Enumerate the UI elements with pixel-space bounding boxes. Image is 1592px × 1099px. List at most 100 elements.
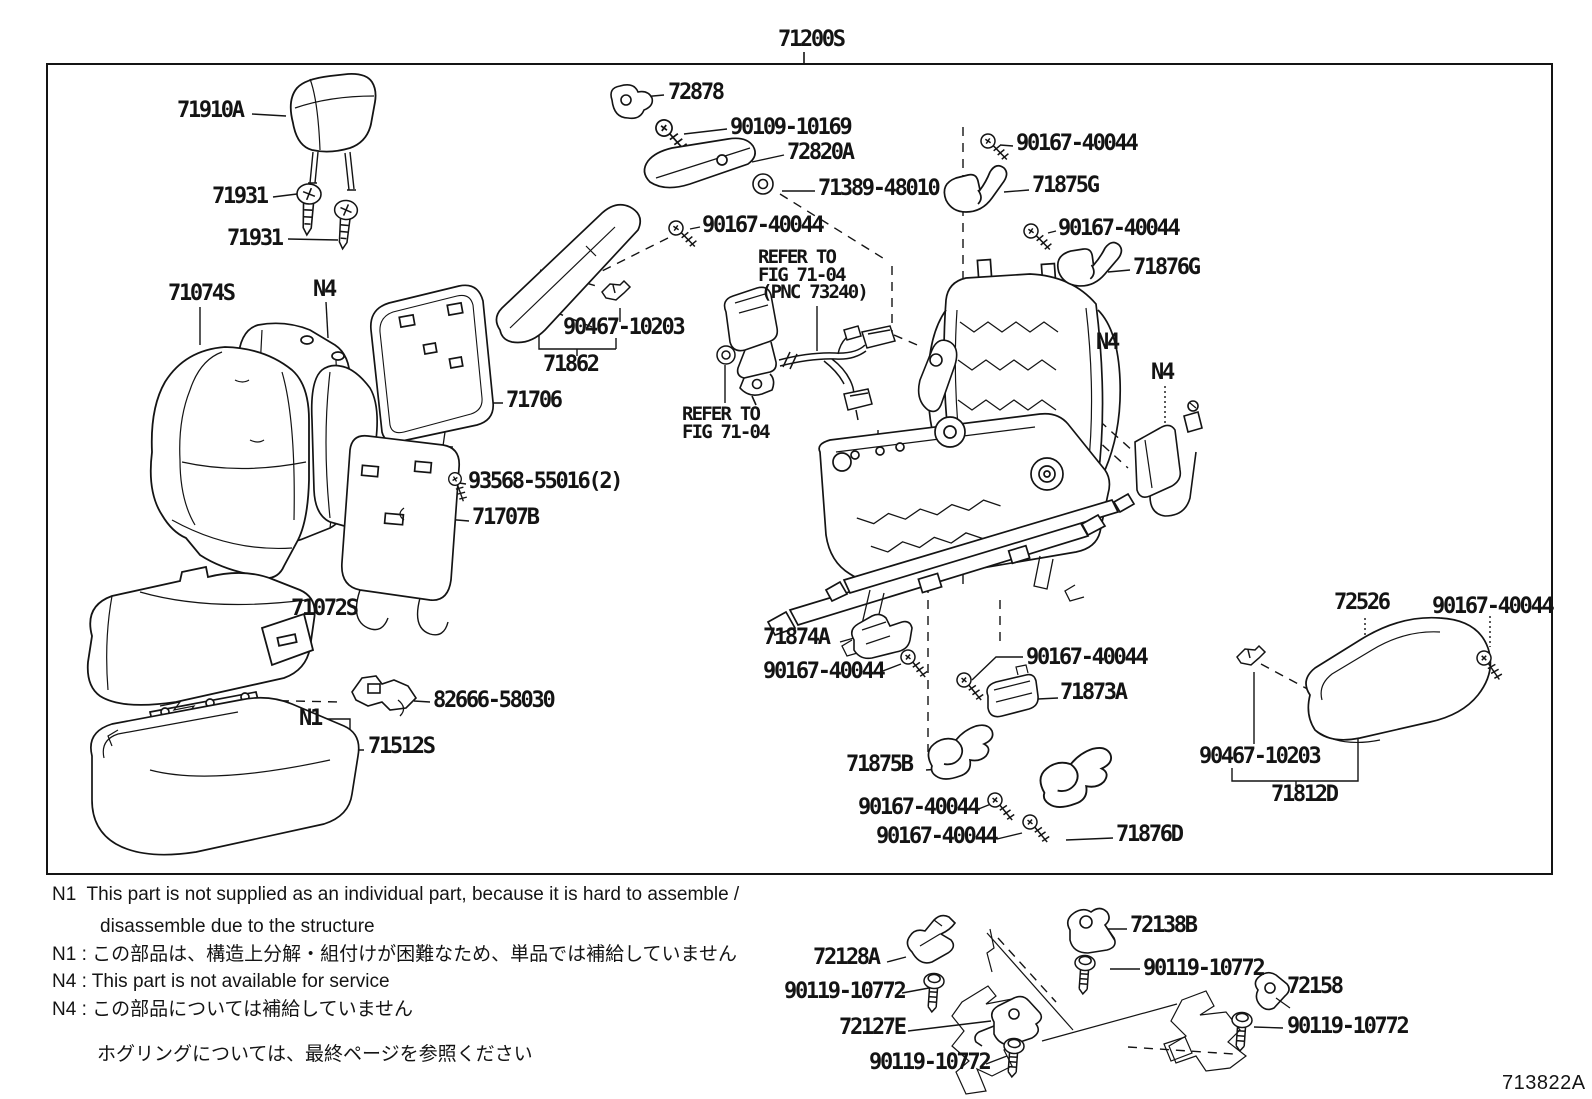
airbag-module-art <box>1134 400 1203 517</box>
part-label-note-n4-frame: N4 <box>1096 330 1120 355</box>
part-label-headrest: 71910A <box>177 98 245 123</box>
part-label-clip-shield: 90467-10203 <box>563 315 686 340</box>
clip-90467-rh-icon <box>1236 645 1266 666</box>
pawl-71876d-icon <box>1039 746 1113 809</box>
part-label-cover-d: 71876D <box>1116 822 1184 847</box>
part-label-headrest-support-1: 71931 <box>212 184 269 209</box>
part-label-bracket-rail-1: 72128A <box>813 945 881 970</box>
footnote-n1-en-1: N1 This part is not supplied as an indiv… <box>52 884 740 905</box>
dotted-leaders <box>1164 386 1491 647</box>
footnote-n1-jp: N1 : この部品は、構造上分解・組付けが困難なため、単品では補給していません <box>52 944 737 965</box>
part-label-bracket-rail-3: 72158 <box>1287 974 1344 999</box>
shield-71862-art <box>495 203 642 344</box>
part-label-knob-recline: 72526 <box>1334 590 1391 615</box>
wiring-harness-art <box>778 325 896 421</box>
part-label-cover-b: 71875B <box>846 752 914 777</box>
pawl-71875b-icon <box>927 724 994 780</box>
diagram-border <box>46 52 1553 875</box>
seat-frame-art <box>766 258 1136 657</box>
seatbelt-buckle-art <box>723 286 779 406</box>
part-label-refer-1-line2: FIG 71-04 <box>758 264 847 286</box>
screw-90167-left-icon <box>664 218 701 249</box>
part-label-bolt-rail-3: 90119-10772 <box>1287 1014 1410 1039</box>
part-label-screw-b: 90167-40044 <box>1026 645 1149 670</box>
part-label-knob: 72878 <box>668 80 725 105</box>
part-label-bracket-rail-4: 72127E <box>839 1015 907 1040</box>
part-label-refer-1-line1: REFER TO <box>758 246 837 268</box>
part-label-bolt-armrest: 90109-10169 <box>730 115 853 140</box>
part-label-screw-c: 90167-40044 <box>858 795 981 820</box>
part-label-screw-shield: 90167-40044 <box>702 213 825 238</box>
part-label-clip-shield-rh: 90467-10203 <box>1199 744 1322 769</box>
part-label-note-n1-pad: N1 <box>299 706 323 731</box>
part-label-seatback-board: 71706 <box>506 388 563 413</box>
part-label-refer-2-line2: FIG 71-04 <box>682 421 771 443</box>
nut-refer-art <box>716 345 736 365</box>
part-label-bolt-rail-4: 90119-10772 <box>869 1050 992 1075</box>
part-label-screw-board: 93568-55016(2) <box>468 469 624 494</box>
armrest-mount-art <box>917 339 958 413</box>
part-label-refer-2-line1: REFER TO <box>682 403 761 425</box>
part-label-screw-a: 90167-40044 <box>763 659 886 684</box>
bracket-82666-art <box>351 675 418 717</box>
part-label-headrest-support-2: 71931 <box>227 226 284 251</box>
part-label-cover-g1: 71875G <box>1032 173 1100 198</box>
part-label-cushion-pad: 71512S <box>368 734 436 759</box>
part-label-shield-inner: 71862 <box>543 352 600 377</box>
knob-72878-art <box>610 84 654 120</box>
part-label-refer-1-line3: (PNC 73240) <box>761 281 869 303</box>
cover-71876g-icon <box>1055 237 1123 291</box>
part-label-screw-tr2: 90167-40044 <box>1058 216 1181 241</box>
screw-90167-b-icon <box>951 670 989 702</box>
bracket-72158-art <box>1254 971 1291 1011</box>
seatback-cover-71074s-art <box>149 346 310 580</box>
part-label-bracket-a: 71874A <box>763 625 831 650</box>
part-label-note-n4-airbag: N4 <box>1151 360 1175 385</box>
bolt-90119-4-icon <box>1001 1037 1026 1079</box>
footnote-hogring: ホグリングについては、最終ページを参照ください <box>97 1044 533 1065</box>
bolt-90119-1-icon <box>921 972 946 1014</box>
part-label-note-n4-cover: N4 <box>313 277 337 302</box>
headrest-screw-2-icon <box>330 198 359 251</box>
cover-71875g-icon <box>943 164 1008 213</box>
screw-90167-tr2-icon <box>1019 221 1056 252</box>
bolt-90119-2-icon <box>1072 954 1097 996</box>
bracket-72138b-art <box>1066 907 1116 954</box>
part-label-bolt-rail-1: 90119-10772 <box>784 979 907 1004</box>
part-label-seatback-cover: 71074S <box>168 281 236 306</box>
footnote-n4-jp: N4 : この部品については補給していません <box>52 999 414 1020</box>
board-71706-art <box>369 284 495 458</box>
part-label-grommet: 71389-48010 <box>818 176 941 201</box>
clip-90467-icon <box>601 280 631 301</box>
bracket-72128a-art <box>906 914 957 964</box>
headrest-screw-1-icon <box>294 182 323 237</box>
screw-90167-tr-icon <box>976 131 1013 162</box>
cushion-pad-71512s-art <box>90 691 360 856</box>
part-label-screw-shield-rh: 90167-40044 <box>1432 594 1555 619</box>
footnote-n1-en-2: disassemble due to the structure <box>100 916 375 937</box>
part-label-cushion-cover: 71072S <box>291 596 359 621</box>
part-label-armrest: 72820A <box>787 140 855 165</box>
screw-90167-a-icon <box>895 647 933 679</box>
part-label-screw-tr: 90167-40044 <box>1016 131 1139 156</box>
bracket-71873a-art <box>986 664 1039 718</box>
part-label-assembly-number: 71200S <box>778 27 846 52</box>
grommet-71389-art <box>752 173 774 195</box>
headrest-art <box>289 73 377 191</box>
part-label-seatback-board-lower: 71707B <box>472 505 540 530</box>
part-label-bracket-rail-2: 72138B <box>1130 913 1198 938</box>
part-label-screw-d: 90167-40044 <box>876 824 999 849</box>
part-label-shield-outer: 71812D <box>1271 782 1339 807</box>
rail-sketch-art <box>951 928 1247 1095</box>
cushion-cover-71072s-art <box>86 565 316 706</box>
screw-90167-d-icon <box>1017 812 1055 844</box>
part-label-bracket-b: 71873A <box>1060 680 1128 705</box>
part-label-cover-g2: 71876G <box>1133 255 1201 280</box>
shield-71812d-art <box>1305 616 1492 744</box>
screw-90167-c-icon <box>982 790 1020 822</box>
part-label-bracket-cushion: 82666-58030 <box>433 688 556 713</box>
document-id: 713822A <box>1502 1072 1586 1094</box>
footnote-n4-en: N4 : This part is not available for serv… <box>52 971 390 992</box>
